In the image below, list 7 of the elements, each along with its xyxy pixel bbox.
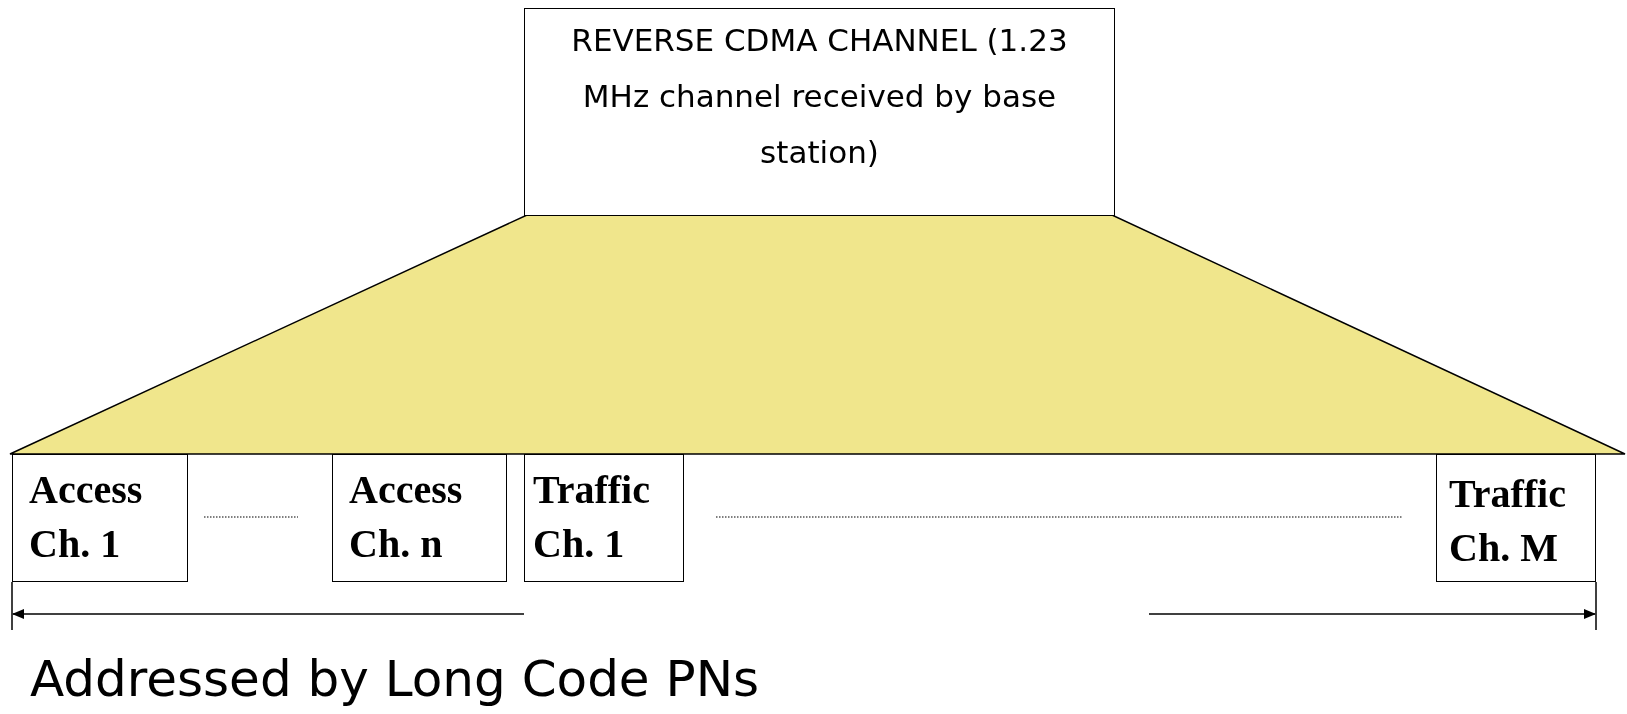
spread-band — [9, 214, 1626, 455]
channel-box: Traffic Ch. M — [1436, 454, 1596, 582]
dimension-label: Addressed by Long Code PNs — [30, 652, 760, 707]
channel-box: REVERSE CDMA CHANNEL (1.23 MHz channel received by base station) — [524, 8, 1115, 216]
channel-box: Access Ch. n — [332, 454, 507, 582]
channel-box: Access Ch. 1 — [12, 454, 188, 582]
channel-box: Traffic Ch. 1 — [524, 454, 684, 582]
